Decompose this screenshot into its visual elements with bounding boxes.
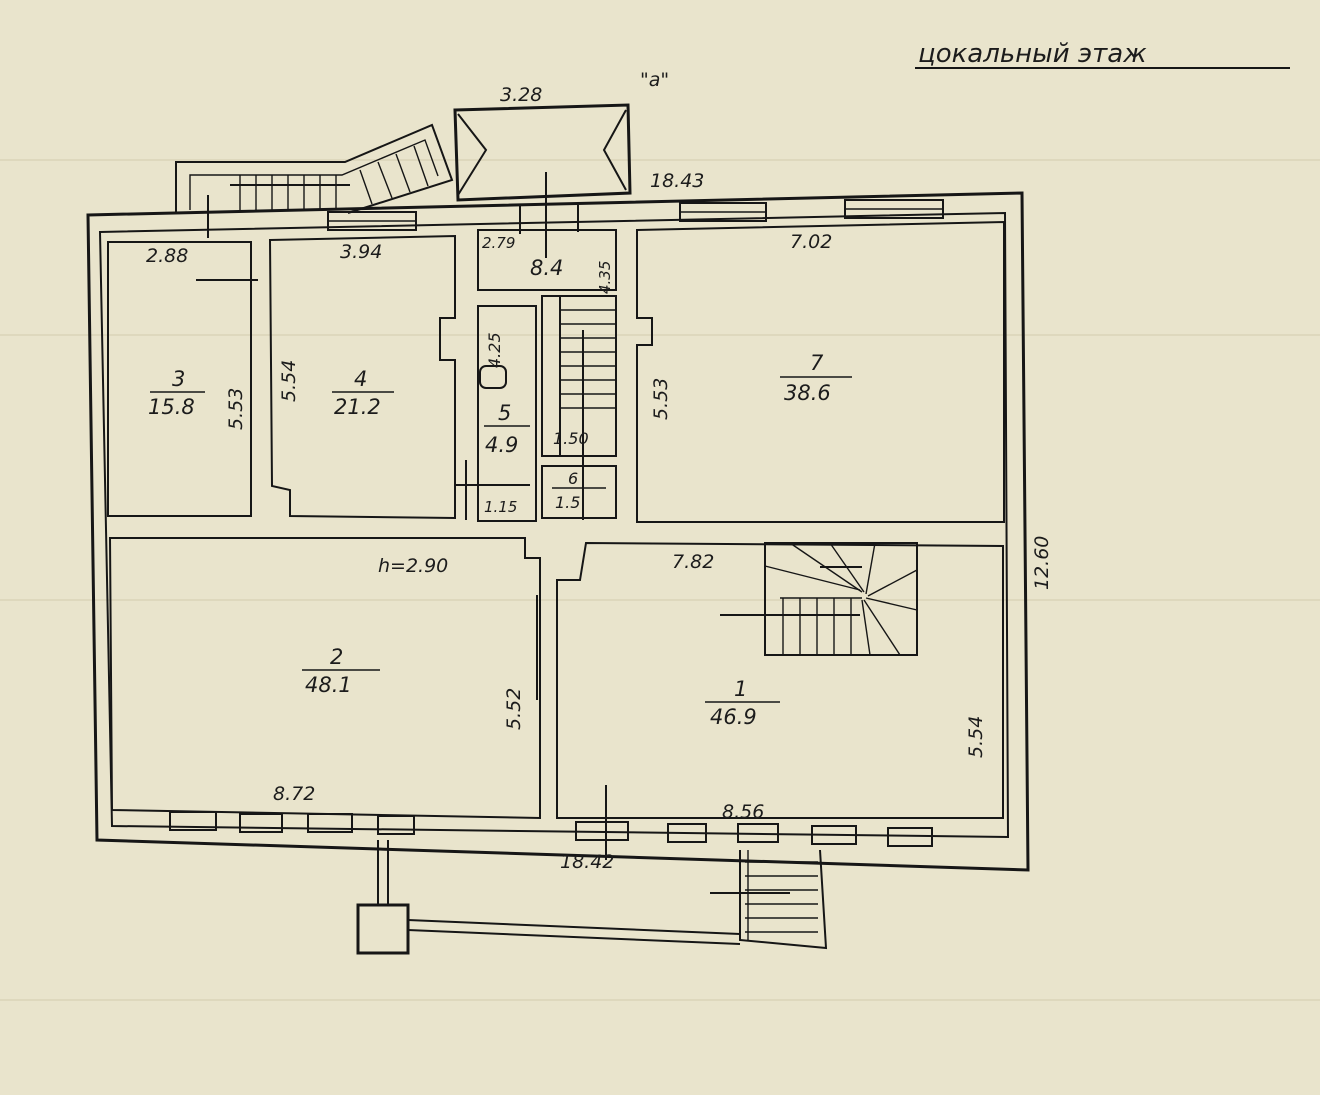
room-1-number: 1 bbox=[734, 677, 747, 701]
porch-width-label: 3.28 bbox=[500, 84, 542, 106]
room-2-area: 48.1 bbox=[305, 673, 352, 697]
top-overall-dimension: 18.43 bbox=[650, 170, 704, 192]
room-5-width: 1.15 bbox=[484, 498, 517, 516]
outer-walls bbox=[86, 191, 1030, 872]
stair-bottom bbox=[710, 849, 828, 950]
room-4-width: 3.94 bbox=[340, 241, 382, 263]
inner-stair bbox=[541, 295, 617, 457]
room-2-number: 2 bbox=[330, 645, 343, 669]
room-1 bbox=[556, 541, 1004, 819]
room-1-area: 46.9 bbox=[710, 705, 757, 729]
room-3-depth: 5.53 bbox=[225, 388, 247, 430]
room-3 bbox=[107, 241, 252, 517]
room-2-width: 8.72 bbox=[273, 783, 315, 805]
room-4-depth: 5.54 bbox=[278, 360, 300, 402]
porch-a bbox=[453, 103, 632, 258]
room-3-area: 15.8 bbox=[148, 395, 195, 419]
room-5-number: 5 bbox=[498, 401, 511, 425]
room-7-number: 7 bbox=[810, 351, 824, 375]
paper-ruling bbox=[0, 159, 1320, 1001]
room-4-area: 21.2 bbox=[334, 395, 381, 419]
room-2-depth: 5.52 bbox=[503, 688, 525, 730]
room-8-4-width: 2.79 bbox=[482, 234, 515, 252]
room-1-stair-width: 7.82 bbox=[672, 551, 714, 573]
spiral-stair bbox=[720, 542, 918, 656]
bottom-overall-dimension: 18.42 bbox=[560, 851, 614, 873]
room-6 bbox=[541, 465, 617, 519]
room-8-4 bbox=[477, 229, 617, 291]
room-1-depth: 5.54 bbox=[965, 716, 987, 758]
light-well bbox=[356, 840, 741, 955]
room-6-area: 1.5 bbox=[555, 493, 580, 512]
room-3-number: 3 bbox=[172, 367, 185, 391]
room-6-number: 6 bbox=[568, 469, 578, 488]
room-2 bbox=[108, 537, 541, 820]
bottom-windows bbox=[169, 811, 933, 847]
room-7-area: 38.6 bbox=[784, 381, 831, 405]
room-7-depth: 5.53 bbox=[650, 378, 672, 420]
room-7-width: 7.02 bbox=[790, 231, 832, 253]
room-5-depth: 4.25 bbox=[485, 332, 504, 368]
right-overall-dimension: 12.60 bbox=[1031, 536, 1053, 590]
sheet-title: цокальный этаж bbox=[918, 39, 1147, 69]
room-3-width: 2.88 bbox=[146, 245, 188, 267]
ceiling-height-label: h=2.90 bbox=[378, 555, 448, 577]
inner-stair-width: 1.50 bbox=[553, 429, 589, 448]
room-5 bbox=[477, 305, 537, 522]
top-windows bbox=[207, 195, 944, 238]
room-4-number: 4 bbox=[354, 367, 367, 391]
room-4 bbox=[268, 234, 456, 520]
room-7 bbox=[636, 220, 1005, 523]
stair-top-left bbox=[175, 123, 454, 214]
room-8-4-area: 8.4 bbox=[530, 256, 563, 280]
room-8-4-depth: 4.35 bbox=[596, 261, 614, 294]
room-1-width: 8.56 bbox=[722, 801, 764, 823]
room-5-area: 4.9 bbox=[485, 433, 518, 457]
facade-label: "a" bbox=[640, 69, 669, 91]
